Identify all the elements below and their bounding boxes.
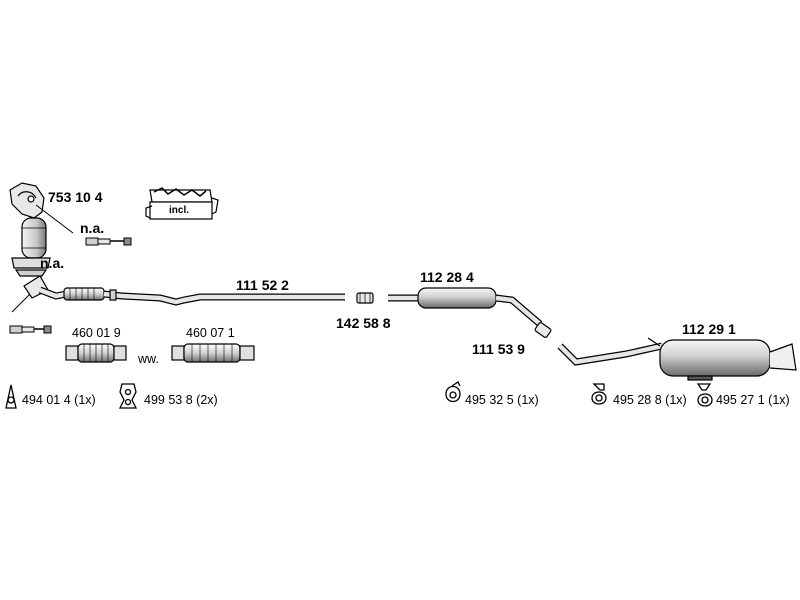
part-label-front-pipe: 111 52 2 (236, 277, 289, 293)
incl-label: incl. (169, 205, 190, 216)
front-pipe-drawing (23, 275, 345, 306)
o2-sensor-lower-drawing (9, 325, 52, 334)
mount-label-495288: 495 28 8 (1x) (613, 393, 687, 407)
incl-kit-drawing (145, 187, 219, 220)
intermediate-clamp-drawing (534, 322, 552, 338)
na-label-upper: n.a. (80, 220, 105, 236)
mount-icon-495325 (445, 381, 461, 403)
leader-line (35, 204, 74, 234)
o2-sensor-upper-drawing (85, 237, 132, 246)
intermediate-pipe-drawing (557, 342, 663, 366)
part-label-flex-pipe-b: 460 07 1 (186, 326, 235, 340)
na-label-lower: n.a. (40, 255, 65, 271)
part-label-rear-silencer: 112 29 1 (682, 321, 736, 337)
mount-label-499538: 499 53 8 (2x) (144, 393, 218, 407)
flex-pipe-b-drawing (171, 343, 255, 363)
mount-icon-495288 (591, 383, 607, 405)
flex-pipe-a-drawing (65, 343, 127, 363)
mount-icon-499538 (118, 383, 138, 409)
catalytic-converter-drawing (9, 182, 51, 277)
mount-icon-495271 (696, 383, 713, 407)
mount-label-494014: 494 01 4 (1x) (22, 393, 96, 407)
part-label-clamp: 142 58 8 (336, 315, 391, 331)
part-label-flex-pipe-a: 460 01 9 (72, 326, 121, 340)
ww-label: ww. (138, 352, 159, 366)
mount-label-495271: 495 27 1 (1x) (716, 393, 790, 407)
rear-silencer-drawing (647, 337, 797, 381)
part-label-catalytic-converter: 753 10 4 (48, 189, 103, 205)
mount-icon-494014 (5, 384, 17, 409)
part-label-center-silencer: 112 28 4 (420, 269, 474, 285)
mount-label-495325: 495 32 5 (1x) (465, 393, 539, 407)
part-label-intermediate-pipe: 111 53 9 (472, 341, 525, 357)
center-silencer-drawing (388, 287, 543, 327)
clamp-drawing (356, 292, 374, 304)
